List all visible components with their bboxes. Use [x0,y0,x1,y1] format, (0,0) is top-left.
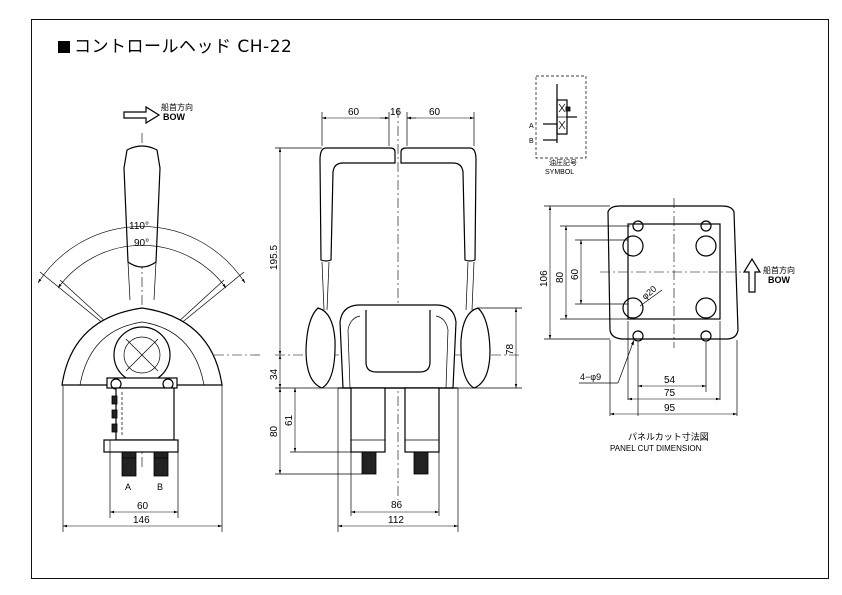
title-text: コントロールヘッド CH-22 [74,37,293,57]
symbol-caption-jp: 油圧記号 [549,158,577,167]
panel-dia-20: φ20 [640,284,659,302]
front-dim-top-left: 60 [348,107,360,118]
bow-label-top-en: BOW [163,112,186,122]
bow-label-right-en: BOW [768,275,791,285]
side-port-b: B [157,482,163,492]
bow-direction-top: 船首方向 BOW [123,102,193,125]
hydraulic-symbol: A B 油圧記号 SYMBOL [529,75,587,176]
front-dim-80: 80 [269,425,280,437]
bow-label-right-jp: 船首方向 [763,265,795,275]
side-dim-60: 60 [137,501,149,512]
front-dim-top-right: 60 [429,107,441,118]
panel-dim-95: 95 [664,403,676,414]
panel-caption-en: PANEL CUT DIMENSION [610,444,702,453]
panel-dim-106: 106 [539,270,550,287]
front-dim-78: 78 [505,343,516,355]
front-dim-top-mid: 16 [390,107,402,118]
panel-dim-60: 60 [570,268,581,280]
side-view: 110° 90° A B 60 146 [37,133,260,532]
front-dim-34: 34 [269,368,280,380]
panel-holes-label: 4−φ9 [580,372,601,382]
front-dim-112: 112 [388,515,404,526]
drawing-frame [31,19,829,579]
bow-direction-right: 船首方向 BOW [742,257,795,293]
panel-dim-80: 80 [555,271,566,283]
title-square-mark [58,41,70,53]
panel-cut: φ20 106 80 60 4−φ9 54 75 95 パネルカット寸法図 PA… [539,198,748,453]
angle-outer-label: 110° [129,221,149,232]
front-dim-195: 195.5 [269,245,280,270]
bow-arrow-icon [123,105,161,125]
symbol-port-a: A [529,123,534,130]
panel-dim-54: 54 [664,375,676,386]
front-dim-61: 61 [284,414,295,426]
panel-caption-jp: パネルカット寸法図 [628,431,709,442]
side-port-a: A [125,482,131,492]
bow-label-top-jp: 船首方向 [161,102,193,112]
front-view: 60 16 60 195.5 34 80 61 78 86 112 [269,107,522,532]
front-dim-86: 86 [391,500,403,511]
drawing-title: コントロールヘッド CH-22 [58,37,292,57]
symbol-caption-en: SYMBOL [545,169,574,176]
symbol-port-b: B [529,138,534,145]
angle-inner-label: 90° [134,238,149,249]
panel-dim-75: 75 [664,388,676,399]
side-dim-146: 146 [133,515,150,526]
bow-arrow-up-icon [742,257,762,293]
